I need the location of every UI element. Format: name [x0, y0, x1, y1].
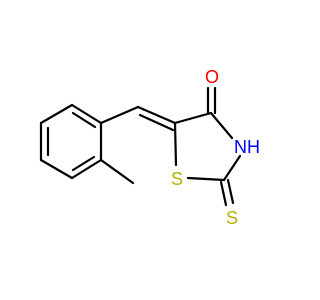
thione-sulfur-label: S — [226, 208, 238, 228]
nh-label: NH — [234, 137, 260, 157]
ring-sulfur-label: S — [171, 169, 183, 189]
bond-benzene-1 — [70, 103, 103, 125]
bond-c5-c4 — [173, 111, 213, 125]
bond-exocyclic-double-1 — [136, 105, 177, 125]
bond-methyl — [99, 158, 135, 185]
bond-aryl-ch — [99, 105, 140, 125]
bond-benzene-6 — [39, 103, 74, 125]
bond-benzene-3 — [70, 158, 103, 180]
chemical-structure-diagram: O NH S S — [39, 67, 260, 228]
bond-thione-2 — [226, 178, 235, 205]
benzene-ring — [39, 103, 103, 180]
bond-n-c2 — [222, 154, 242, 182]
bond-c2-ring-s — [186, 176, 226, 182]
bond-benzene-4 — [39, 158, 74, 180]
bond-benzene-inner-1 — [71, 111, 97, 129]
bond-exocyclic-double-2 — [138, 113, 175, 132]
bond-thione-1 — [219, 180, 228, 207]
bond-benzene-inner-2 — [71, 155, 96, 172]
oxygen-label: O — [205, 67, 219, 87]
bond-c4-n — [209, 111, 234, 140]
bond-ring-s-c5 — [173, 121, 178, 167]
thiazolidinone-ring — [173, 111, 242, 182]
